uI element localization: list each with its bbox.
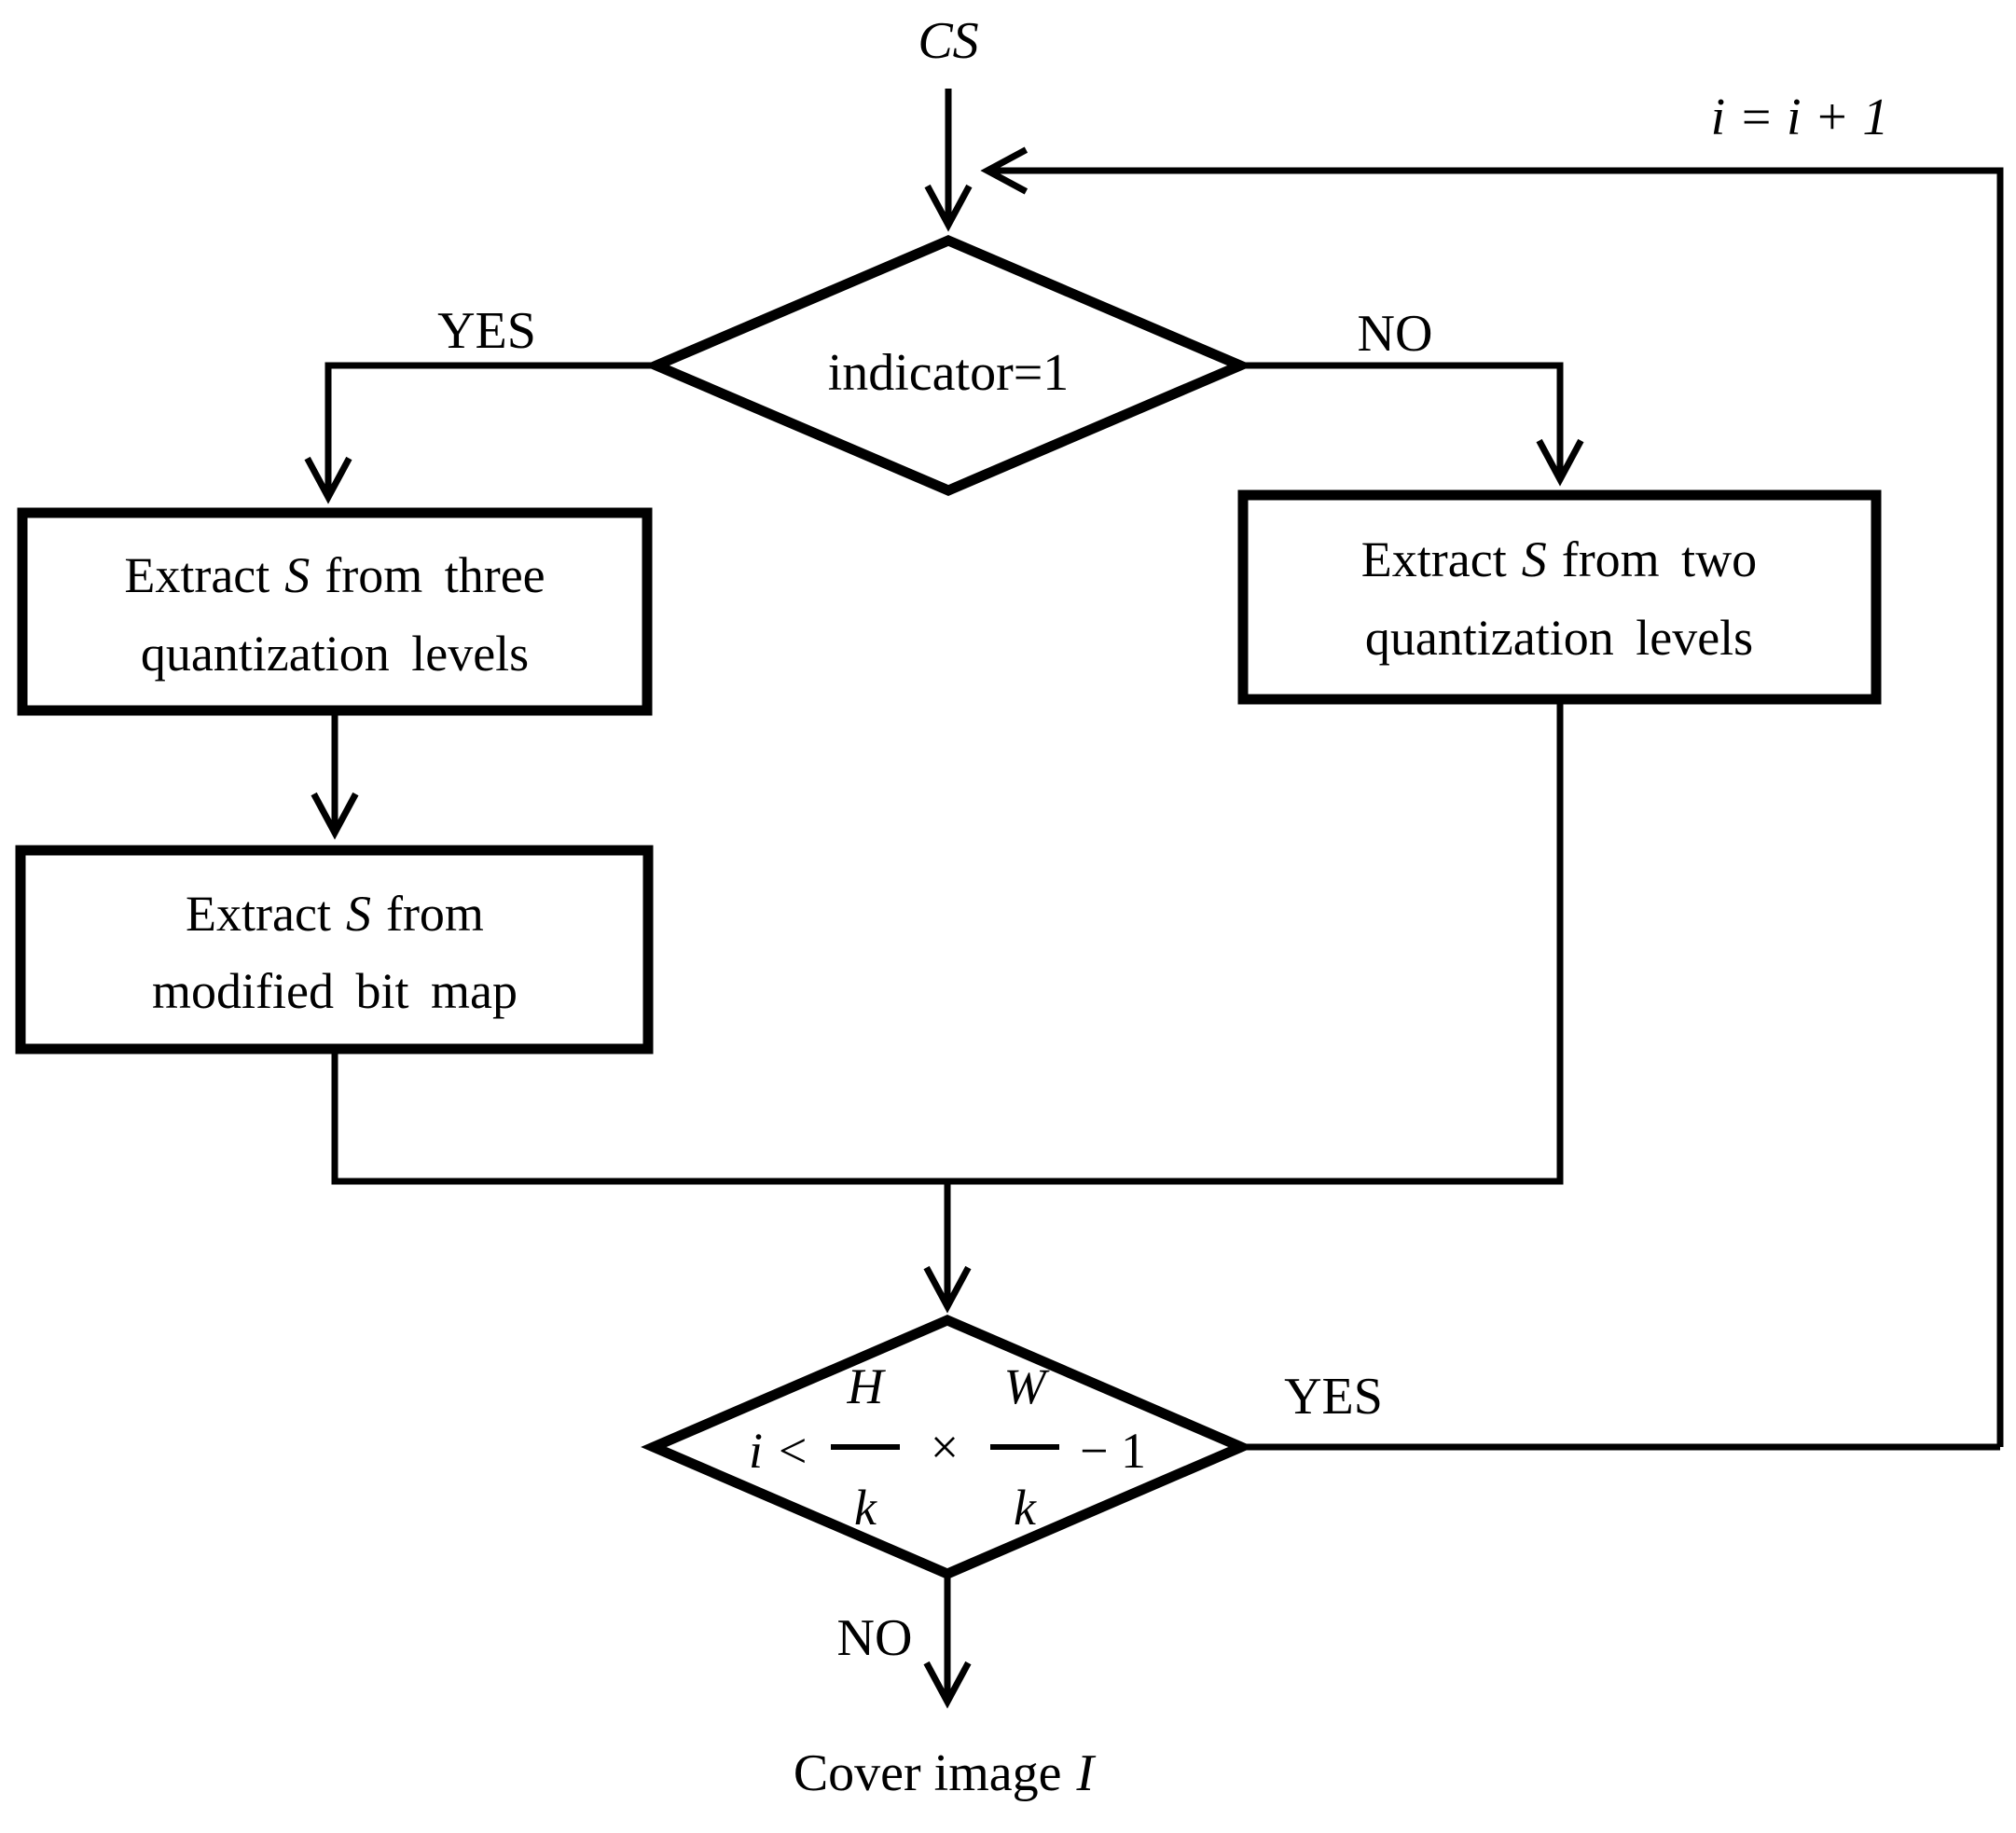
connector-no-to-box-two (1240, 362, 1584, 487)
decision-loop-frac1-denominator: k (854, 1480, 877, 1536)
decision-indicator-diamond (643, 235, 1253, 496)
loop-increment-label: i = i + 1 (1711, 89, 1889, 146)
decision-indicator-label: indicator=1 (828, 344, 1070, 402)
branch-yes-bottom-label: YES (1284, 1368, 1383, 1426)
decision-loop-lhs: i < (749, 1423, 809, 1479)
connector-yes-to-box-three (304, 362, 656, 504)
connector-loop-back (980, 146, 2004, 1447)
branch-no-bottom-label: NO (837, 1609, 913, 1667)
decision-loop-rhs: − 1 (1080, 1423, 1146, 1479)
box-extract-three-levels (17, 507, 653, 716)
decision-loop-frac2-numerator: W (1004, 1358, 1051, 1414)
decision-loop-frac1-numerator: H (847, 1358, 887, 1414)
box-extract-modified-bitmap (15, 845, 654, 1054)
box-extract-modified-bitmap-line2: modified bit map (152, 963, 518, 1019)
box-extract-two-levels-line2: quantization levels (1365, 610, 1753, 666)
box-extract-two-levels (1237, 489, 1882, 705)
box-extract-three-levels-line2: quantization levels (141, 626, 529, 682)
decision-loop-operator: × (931, 1419, 959, 1475)
decision-loop-frac2-denominator: k (1014, 1480, 1037, 1536)
start-label: CS (918, 12, 978, 70)
branch-no-top-label: NO (1358, 305, 1433, 363)
branch-yes-top-label: YES (437, 302, 536, 360)
